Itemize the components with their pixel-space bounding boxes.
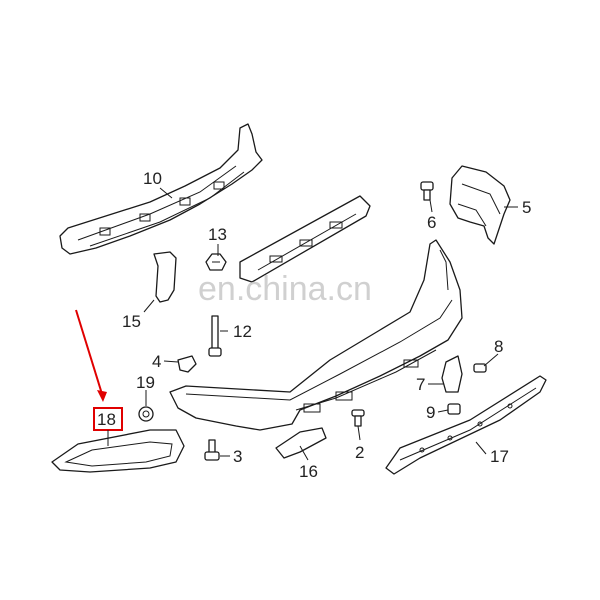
leader-lines (143, 187, 518, 461)
part-13-clip (205, 253, 227, 271)
callout-13: 13 (208, 225, 227, 244)
part-15-bracket (153, 251, 177, 303)
callout-5: 5 (522, 198, 531, 217)
callout-6: 6 (427, 213, 436, 232)
callout-16: 16 (299, 462, 318, 481)
part-18-reflector (51, 429, 185, 473)
callout-19: 19 (136, 373, 155, 392)
part-6-screw (420, 181, 434, 201)
callout-7: 7 (416, 375, 425, 394)
bumper-cover (169, 239, 463, 431)
callout-12: 12 (233, 322, 252, 341)
watermark-text: en.china.cn (198, 270, 372, 308)
part-12-bolt (208, 315, 222, 357)
callout-18: 18 (97, 410, 116, 429)
callout-15: 15 (122, 312, 141, 331)
part-2-clip (351, 409, 365, 427)
callout-3: 3 (233, 447, 242, 466)
part-3-bolt (204, 439, 220, 461)
part-4-clip (177, 355, 197, 373)
callout-9: 9 (426, 403, 435, 422)
part-7-bracket (441, 355, 463, 393)
part-8-screw (473, 363, 487, 373)
callout-17: 17 (490, 447, 509, 466)
callout-2: 2 (355, 443, 364, 462)
part-16-trim (275, 427, 327, 459)
callout-8: 8 (494, 337, 503, 356)
part-17-diffuser (385, 375, 547, 475)
callout-10: 10 (143, 169, 162, 188)
part-10-bracket (59, 123, 263, 255)
highlight-arrow (75, 309, 123, 446)
bumper-upper-strip (239, 195, 371, 283)
part-9-clip (447, 403, 461, 415)
callout-4: 4 (152, 352, 161, 371)
part-5-bracket (449, 165, 511, 245)
part-19-nut (138, 406, 154, 422)
